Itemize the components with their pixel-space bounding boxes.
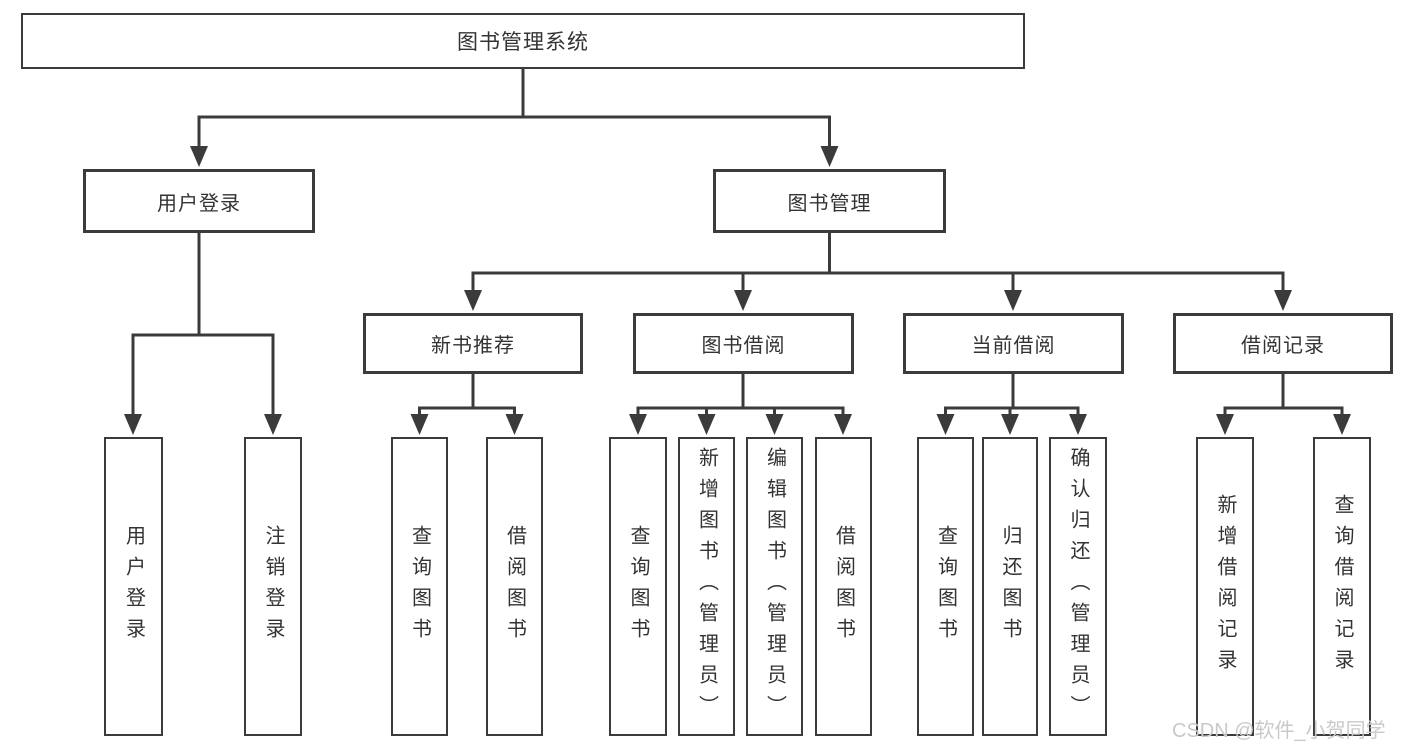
leaf-label: 新增借阅记录 (1214, 493, 1236, 680)
leaf-label: 用户登录 (122, 524, 145, 649)
leaf-edit-book-admin: 编辑图书（管理员） (746, 437, 803, 736)
leaf-label: 编辑图书（管理员） (763, 447, 786, 726)
connector-user-login-to-leaves (124, 233, 282, 435)
leaf-label: 新增图书（管理员） (695, 447, 718, 726)
node-label: 用户登录 (157, 192, 241, 215)
leaf-borrow-books-recommend: 借阅图书 (486, 437, 543, 736)
connector-root-to-level2 (190, 69, 839, 167)
node-label: 当前借阅 (971, 335, 1056, 357)
leaf-label: 查询借阅记录 (1331, 493, 1353, 680)
node-current-borrow: 当前借阅 (903, 313, 1124, 374)
node-label: 借阅记录 (1241, 335, 1325, 357)
leaf-label: 归还图书 (999, 524, 1021, 649)
node-book-management: 图书管理 (713, 169, 946, 233)
node-label: 图书借阅 (701, 335, 786, 357)
leaf-label: 查询图书 (627, 524, 649, 649)
leaf-label: 查询图书 (408, 524, 431, 649)
connector-new-book-recommend-to-leaves (410, 374, 524, 435)
leaf-query-books-current: 查询图书 (917, 437, 974, 736)
leaf-logout: 注销登录 (244, 437, 302, 736)
leaf-label: 借阅图书 (832, 524, 855, 649)
node-borrow-records: 借阅记录 (1173, 313, 1393, 374)
leaf-add-borrow-record: 新增借阅记录 (1196, 437, 1254, 736)
node-label: 图书管理系统 (457, 31, 589, 54)
leaf-add-book-admin: 新增图书（管理员） (678, 437, 735, 736)
watermark: CSDN @软件_小贺同学 (1172, 720, 1386, 742)
node-label: 图书管理 (787, 192, 872, 215)
leaf-borrow-books: 借阅图书 (815, 437, 872, 736)
leaf-label: 借阅图书 (503, 524, 526, 649)
leaf-label: 注销登录 (262, 524, 284, 649)
leaf-query-books-recommend: 查询图书 (391, 437, 448, 736)
leaf-label: 查询图书 (934, 524, 957, 649)
leaf-return-book: 归还图书 (982, 437, 1038, 736)
connector-book-management-to-level3 (464, 233, 1292, 311)
node-user-login: 用户登录 (83, 169, 315, 233)
connector-borrow-records-to-leaves (1216, 374, 1351, 435)
leaf-query-books-borrow: 查询图书 (609, 437, 667, 736)
node-book-borrow: 图书借阅 (633, 313, 854, 374)
leaf-user-login: 用户登录 (104, 437, 163, 736)
connector-current-borrow-to-leaves (936, 374, 1087, 435)
node-new-book-recommend: 新书推荐 (363, 313, 583, 374)
node-library-management-system: 图书管理系统 (21, 13, 1025, 69)
leaf-query-borrow-record: 查询借阅记录 (1313, 437, 1371, 736)
leaf-confirm-return-admin: 确认归还（管理员） (1049, 437, 1107, 736)
connector-book-borrow-to-leaves (629, 374, 852, 435)
node-label: 新书推荐 (431, 335, 515, 357)
leaf-label: 确认归还（管理员） (1067, 447, 1089, 726)
